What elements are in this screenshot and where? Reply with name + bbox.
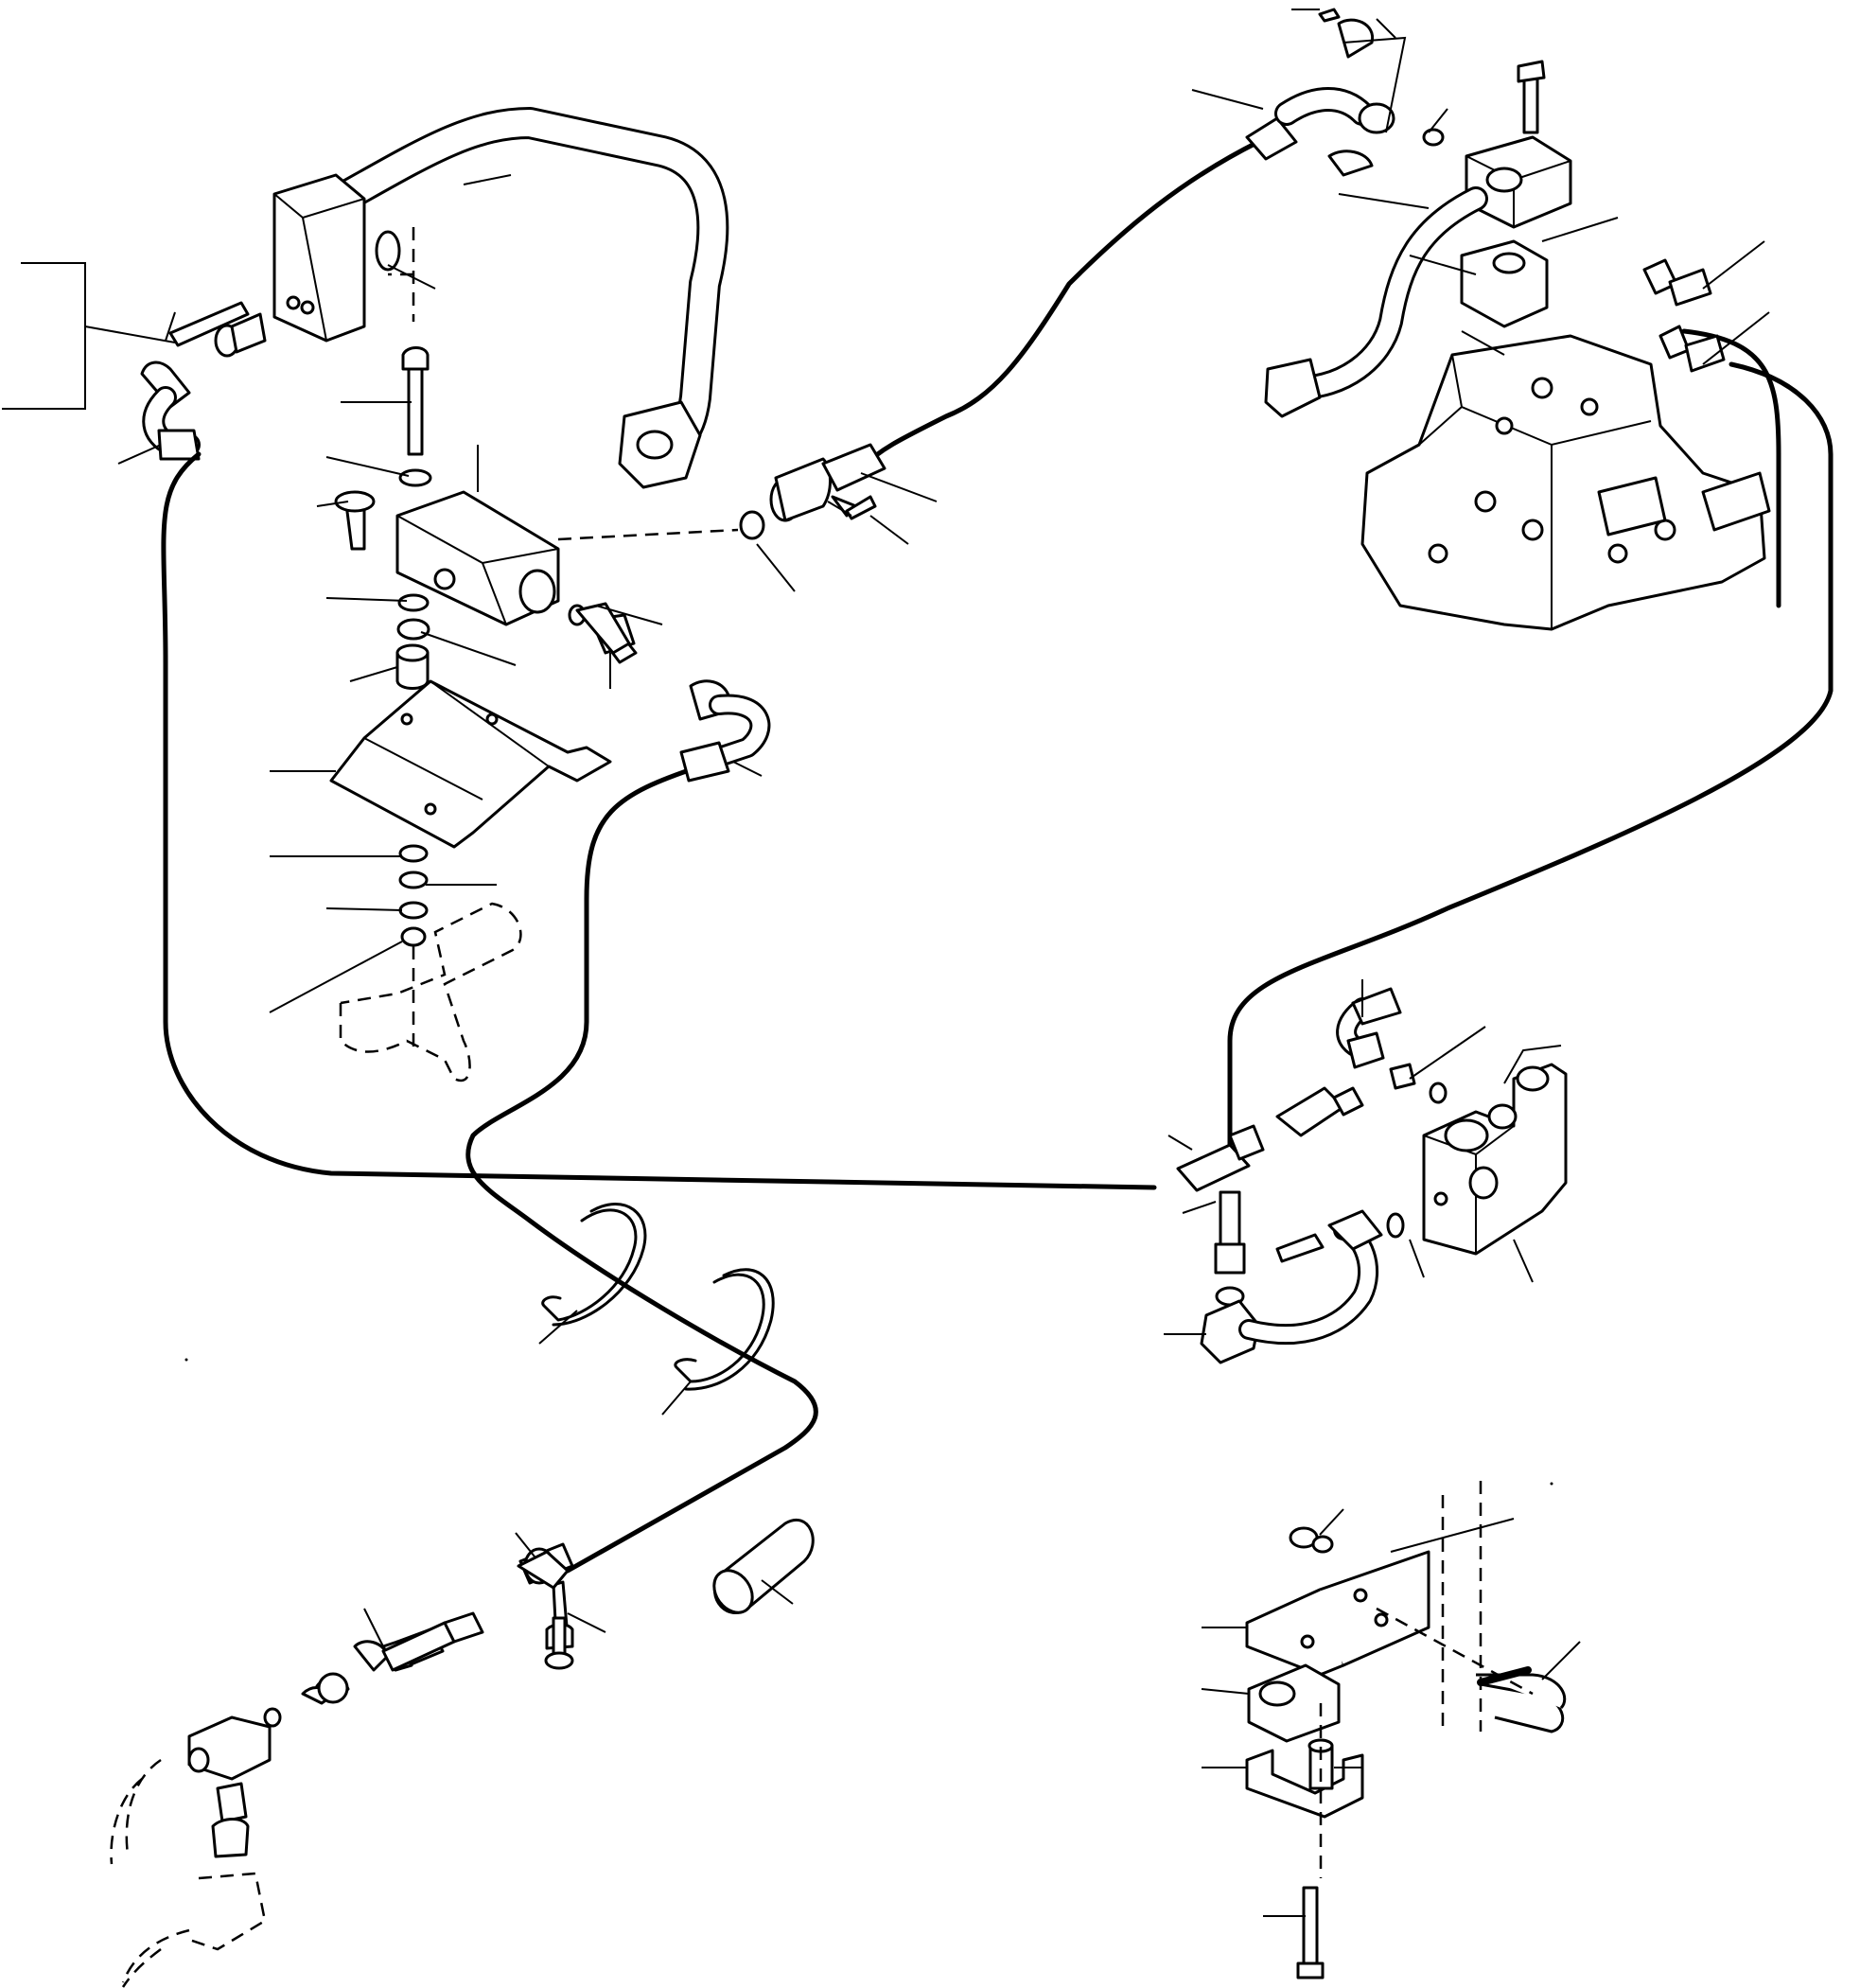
center-left-valve-assembly — [329, 227, 739, 1082]
upper-center-swivel-fitting — [739, 443, 886, 540]
upper-right-control-valve — [1245, 8, 1771, 631]
callout-leader-lines — [117, 9, 1770, 1917]
lower-left-tee-fitting — [110, 1542, 574, 1988]
center-hose-fitting — [575, 602, 771, 783]
hose-clip-and-bolt — [517, 1550, 574, 1670]
right-middle-auxiliary-valve — [1176, 987, 1568, 1364]
left-bracket-box — [2, 262, 176, 410]
upper-left-valve-block-assembly — [140, 107, 729, 489]
hose-clamps — [541, 1202, 775, 1391]
lower-right-bracket-assembly — [1245, 1481, 1567, 1979]
stray-dot — [184, 1358, 188, 1362]
stray-dot — [1550, 1482, 1553, 1486]
protective-sleeve — [712, 1518, 815, 1615]
